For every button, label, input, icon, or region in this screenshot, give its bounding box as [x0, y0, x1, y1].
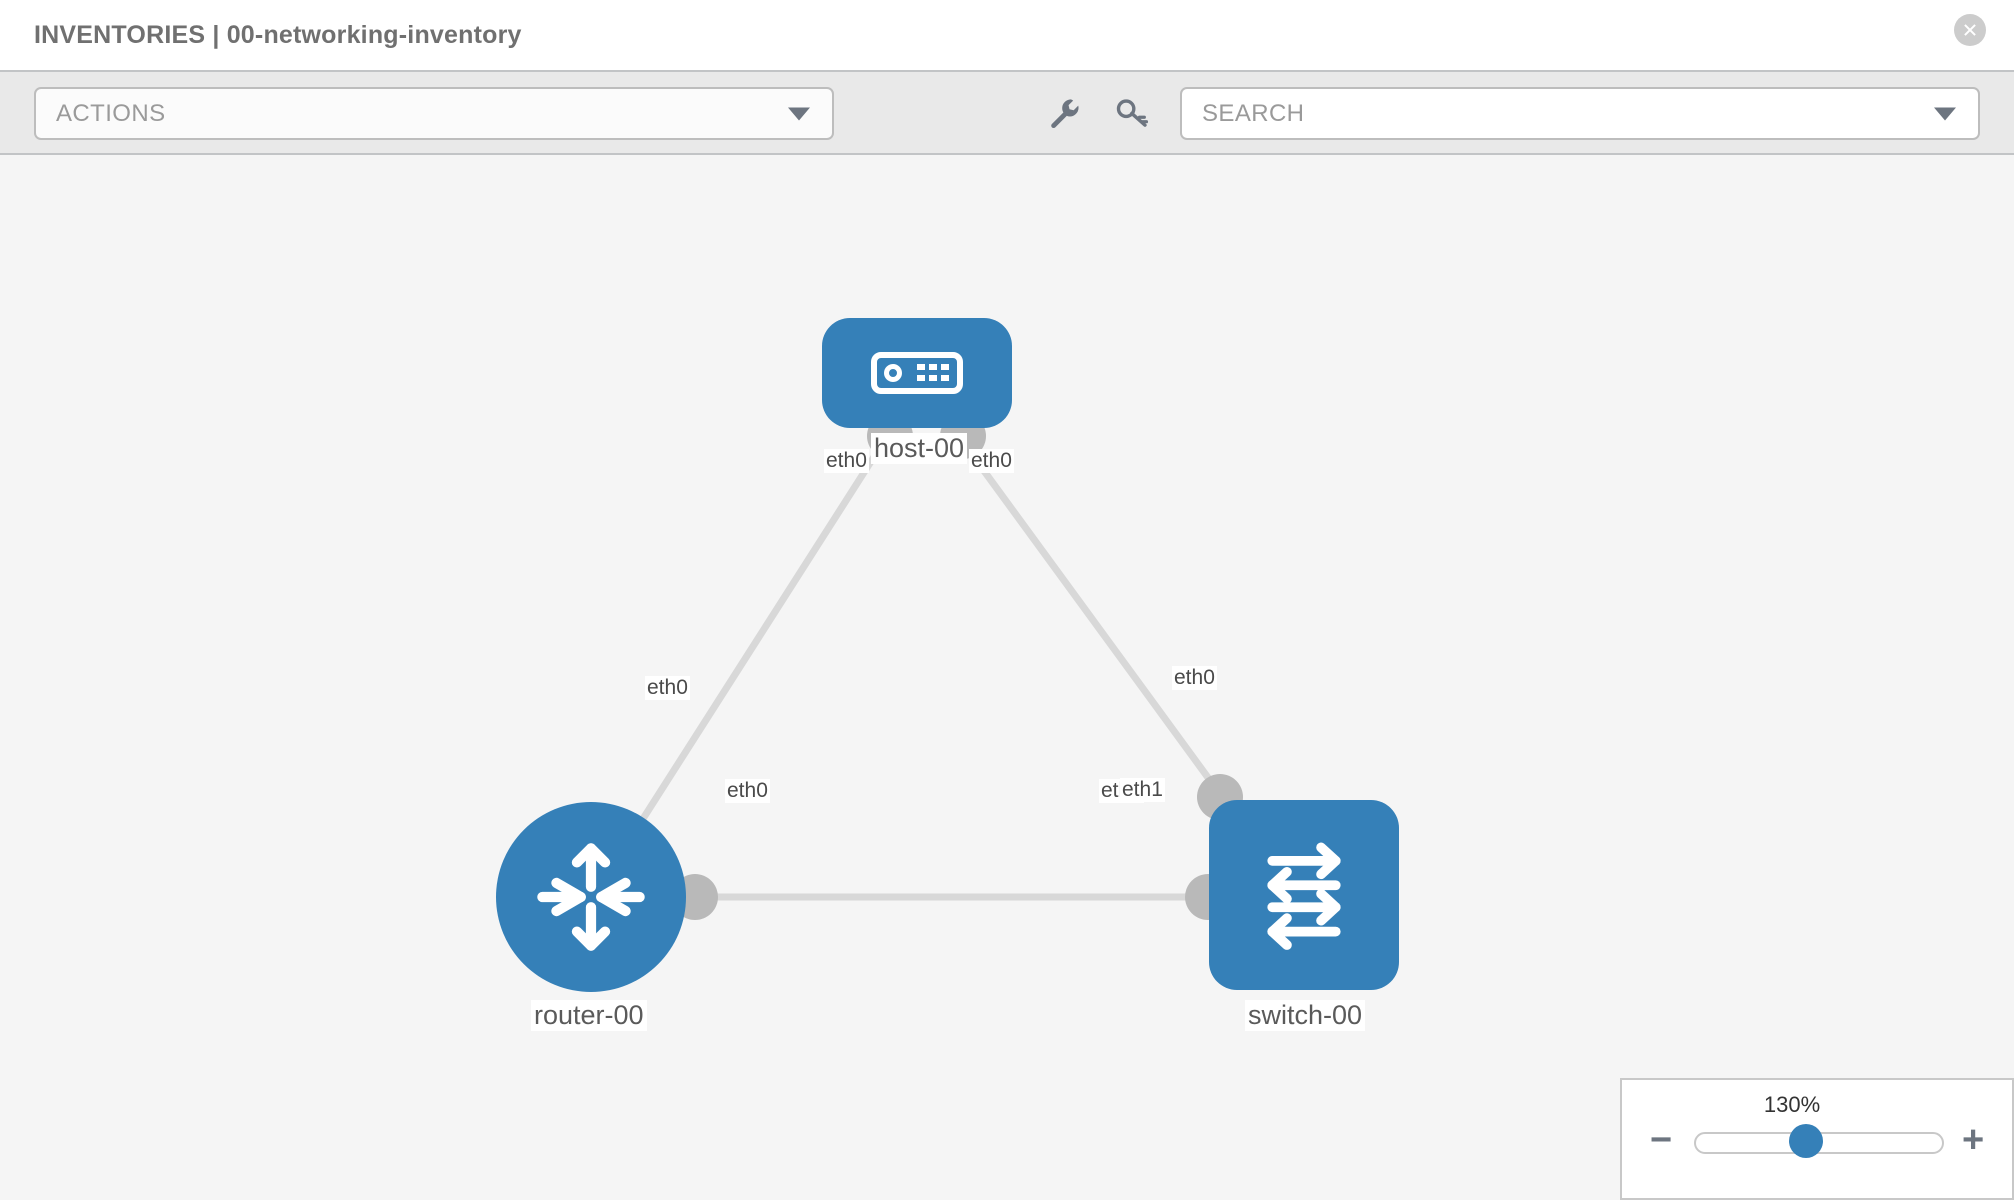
actions-dropdown[interactable]: ACTIONS: [34, 87, 834, 140]
page-title: INVENTORIES | 00-networking-inventory: [34, 20, 522, 49]
key-icon[interactable]: [1110, 91, 1154, 135]
node-label-host-00: host-00: [871, 433, 968, 464]
close-icon[interactable]: [1954, 14, 1986, 46]
actions-dropdown-label: ACTIONS: [56, 99, 166, 127]
node-host-00[interactable]: [822, 318, 1012, 428]
node-label-switch-00: switch-00: [1245, 1000, 1366, 1031]
server-icon: [871, 352, 963, 394]
wrench-icon[interactable]: [1042, 91, 1086, 135]
edge-label-host-eth0-left: eth0: [824, 449, 869, 473]
chevron-down-icon: [788, 107, 810, 120]
topology-edges: [613, 435, 1231, 901]
zoom-control-panel: 130% − +: [1620, 1078, 2014, 1200]
topology-canvas[interactable]: host-00 router-00 switch-00 eth0 eth0 et…: [0, 155, 2014, 1200]
chevron-down-icon[interactable]: [1934, 107, 1956, 120]
edge-label-router-eth0-up: eth0: [645, 676, 690, 700]
search-input[interactable]: SEARCH: [1180, 87, 1980, 140]
zoom-slider-thumb[interactable]: [1789, 1124, 1823, 1158]
edge-label-host-eth0-right: eth0: [969, 449, 1014, 473]
zoom-level-value: 130%: [1763, 1092, 1821, 1117]
toolbar: ACTIONS SEARCH: [0, 70, 2014, 155]
search-placeholder: SEARCH: [1202, 99, 1305, 127]
node-switch-00[interactable]: [1209, 800, 1399, 990]
page-header: INVENTORIES | 00-networking-inventory: [0, 0, 2014, 70]
edge-label-switch-eth0-up: eth0: [1172, 666, 1217, 690]
zoom-in-button[interactable]: +: [1962, 1119, 1985, 1161]
edge-label-router-eth0: eth0: [725, 779, 770, 803]
edge-label-switch-eth1: eth1: [1120, 778, 1165, 802]
router-arrows-icon: [537, 843, 645, 951]
node-label-router-00: router-00: [531, 1000, 647, 1031]
node-router-00[interactable]: [496, 802, 686, 992]
zoom-out-button[interactable]: −: [1650, 1119, 1673, 1161]
switch-arrows-icon: [1267, 842, 1341, 950]
